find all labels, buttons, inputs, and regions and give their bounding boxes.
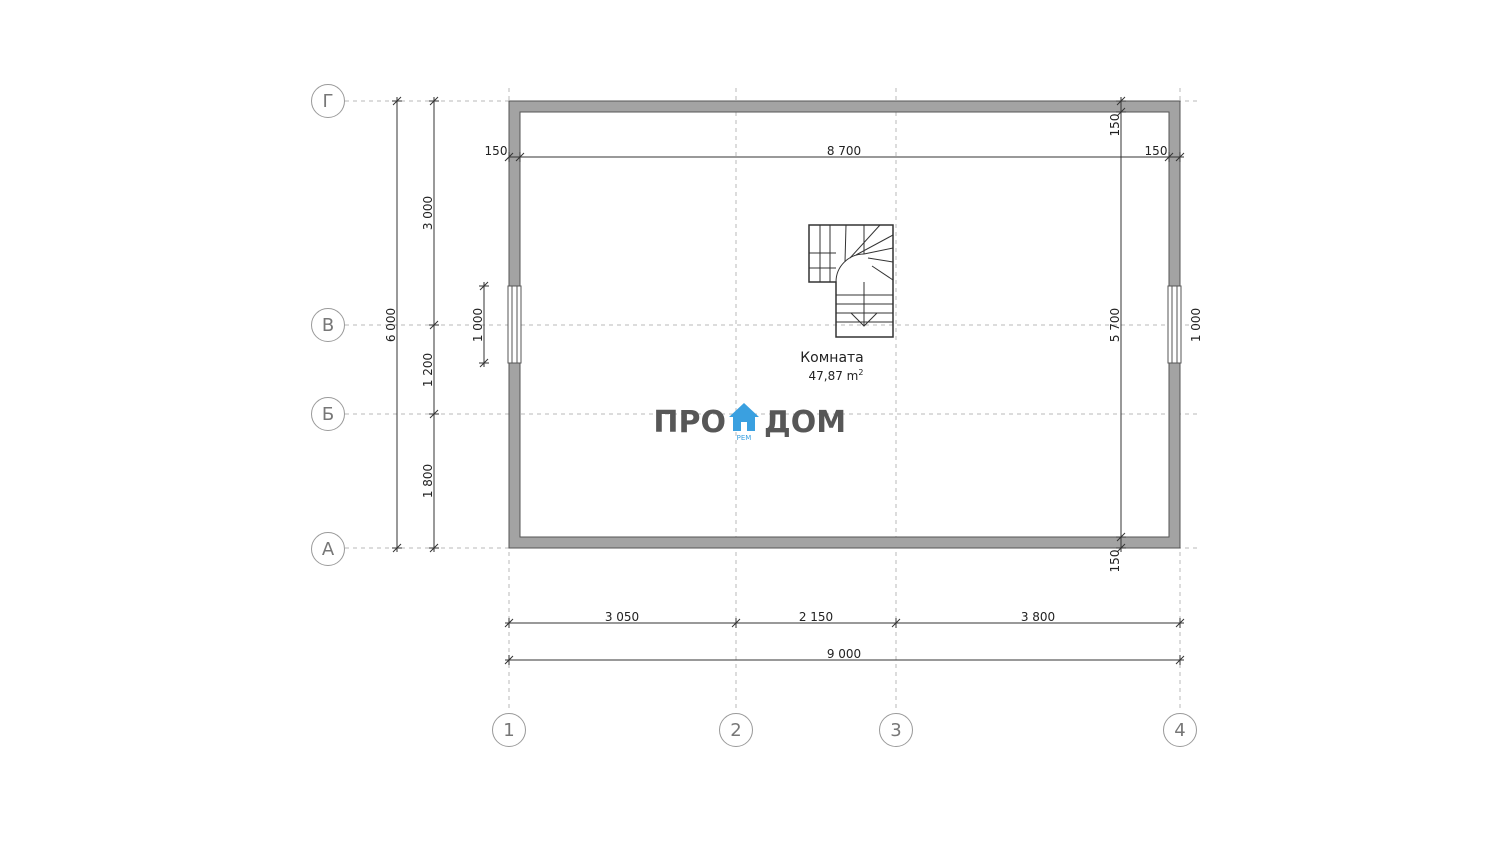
dim-bottom-3: 3 800 (1021, 610, 1055, 624)
axis-markers-numbers: 1 2 3 4 (492, 713, 1197, 747)
window-left (507, 285, 522, 364)
dim-wall-top: 150 (1108, 114, 1122, 137)
logo-text-left: ПРО (653, 405, 726, 440)
staircase (808, 224, 894, 338)
house-icon (729, 403, 759, 431)
axis-label-1: 1 (503, 720, 514, 741)
axis-label-3: 3 (890, 720, 901, 741)
axis-label-g: Г (323, 91, 334, 112)
logo-text-right: ДОМ (764, 405, 846, 440)
dim-left-window: 1 000 (471, 308, 485, 342)
dim-inner-height: 5 700 (1108, 308, 1122, 342)
logo-subtext: РЕМ (737, 434, 752, 442)
dim-bottom-total: 9 000 (827, 647, 861, 661)
logo: ПРО РЕМ ДОМ (653, 403, 846, 442)
dim-bottom-2: 2 150 (799, 610, 833, 624)
dim-bottom-1: 3 050 (605, 610, 639, 624)
dimension-lines (392, 96, 1185, 665)
axis-label-b: Б (322, 404, 334, 425)
dim-left-seg-1: 3 000 (421, 196, 435, 230)
axis-label-2: 2 (730, 720, 741, 741)
axis-label-v: В (322, 315, 334, 336)
dim-inner-width: 8 700 (827, 144, 861, 158)
dim-left-total: 6 000 (384, 308, 398, 342)
walls (508, 100, 1181, 549)
dim-wall-right: 150 (1145, 144, 1168, 158)
room-name: Комната (800, 350, 864, 366)
dim-wall-bottom: 150 (1108, 550, 1122, 573)
axis-grid (345, 88, 1200, 712)
dim-left-seg-3: 1 800 (421, 464, 435, 498)
room-area: 47,87 m2 (809, 368, 864, 383)
axis-label-4: 4 (1174, 720, 1185, 741)
window-right (1167, 285, 1182, 364)
axis-markers-letters: Г В Б А (311, 84, 345, 566)
dim-wall-left: 150 (485, 144, 508, 158)
room-area-value: 47,87 m (809, 369, 859, 383)
axis-label-a: А (322, 539, 335, 560)
dimension-texts: 3 050 2 150 3 800 9 000 8 700 150 150 6 … (384, 114, 1203, 661)
dim-right-window: 1 000 (1189, 308, 1203, 342)
dim-left-seg-2: 1 200 (421, 353, 435, 387)
room-area-superscript: 2 (858, 368, 863, 377)
